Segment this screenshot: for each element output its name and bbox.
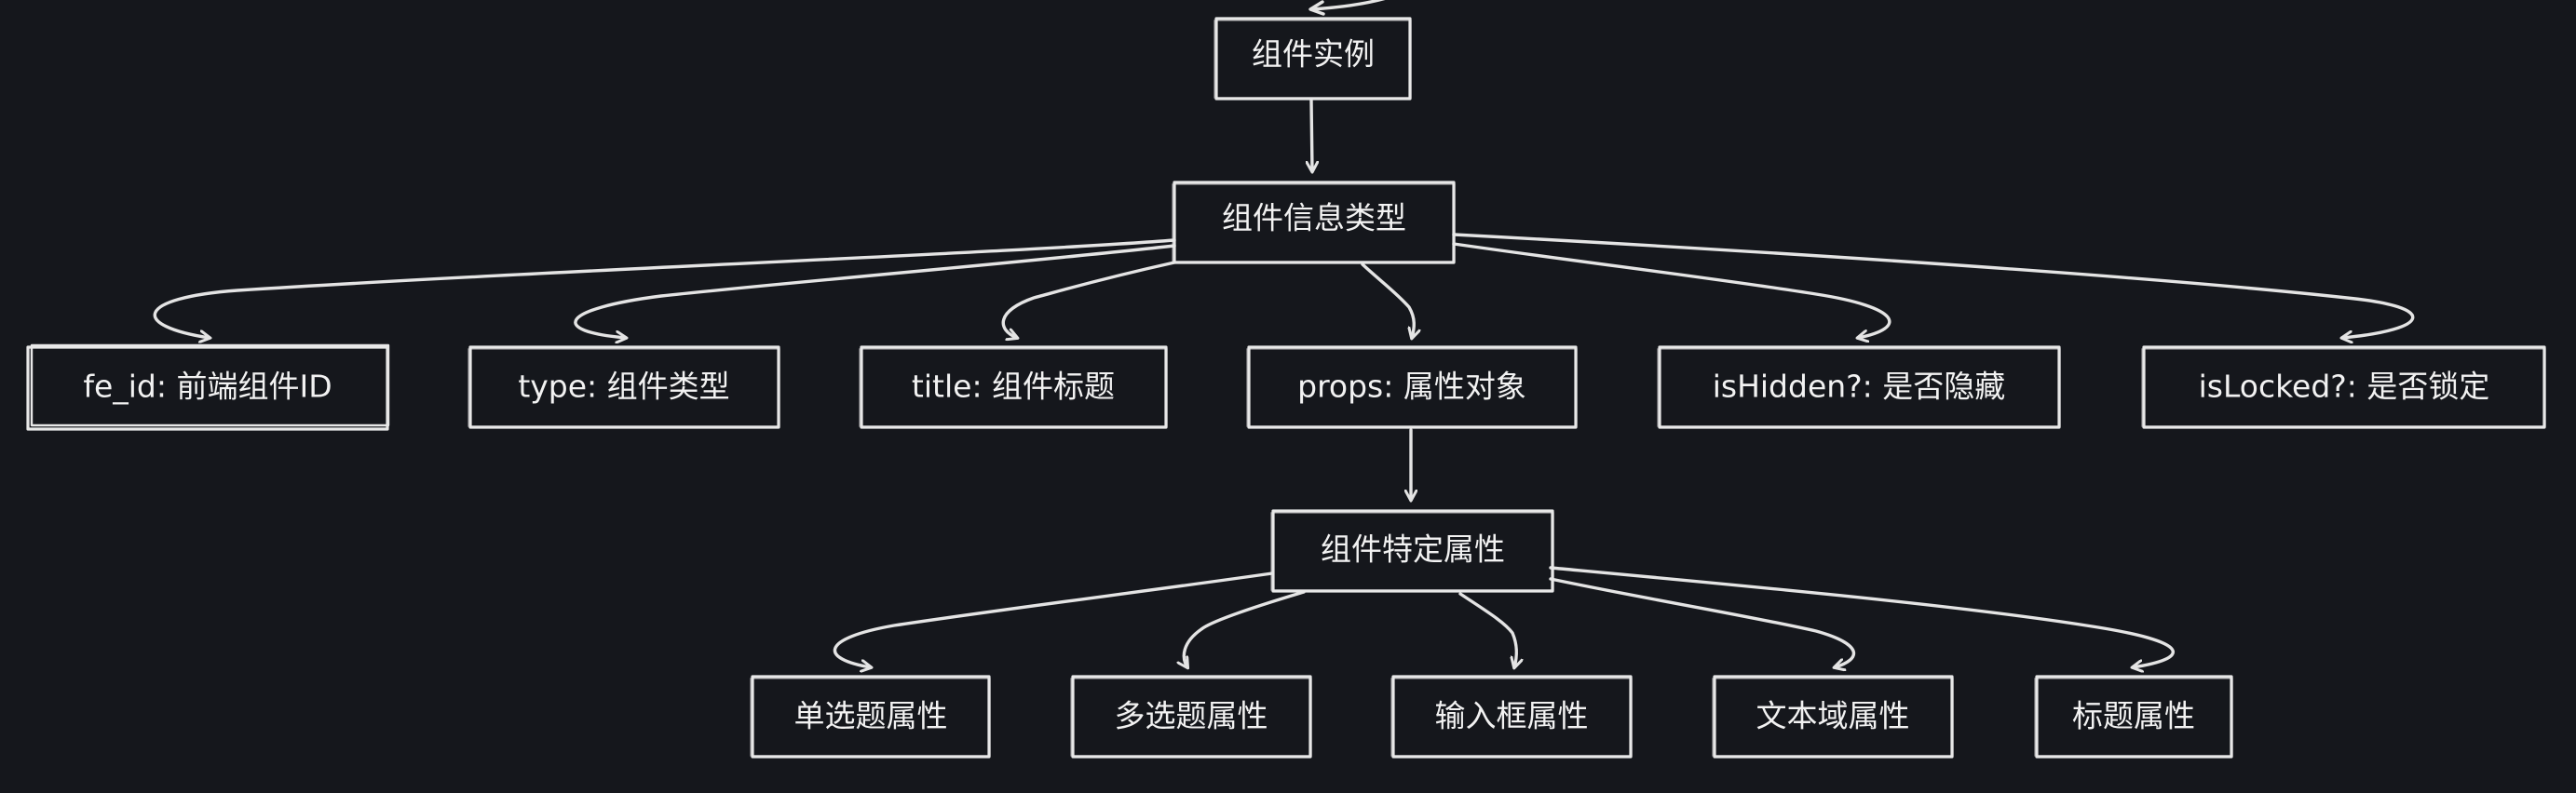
- node-checkbox: 多选题属性: [1070, 675, 1312, 759]
- node-specific: 组件特定属性: [1270, 509, 1554, 593]
- edge-instance-to-info: [1311, 99, 1312, 171]
- node-label-title: title: 组件标题: [912, 369, 1115, 405]
- edge-info-to-type: [574, 244, 1176, 338]
- edge-specific-to-textarea: [1549, 577, 1856, 667]
- node-label-instance: 组件实例: [1252, 36, 1375, 73]
- edge-incoming-instance: [1308, 0, 1386, 16]
- node-heading: 标题属性: [2034, 675, 2233, 759]
- node-textarea: 文本域属性: [1712, 675, 1954, 759]
- node-input: 输入框属性: [1390, 675, 1633, 759]
- node-label-input: 输入框属性: [1435, 698, 1589, 734]
- edge-specific-to-checkbox: [1184, 590, 1306, 667]
- node-label-radio: 单选题属性: [794, 698, 948, 734]
- edge-specific-to-input: [1458, 592, 1516, 667]
- node-type: type: 组件类型: [468, 345, 780, 429]
- node-info: 组件信息类型: [1172, 181, 1456, 264]
- edges-layer: [153, 99, 2415, 667]
- node-is-locked: isLocked?: 是否锁定: [2141, 345, 2546, 429]
- node-label-specific: 组件特定属性: [1321, 531, 1505, 568]
- node-props: props: 属性对象: [1246, 345, 1578, 429]
- edge-info-to-isLocked: [1452, 233, 2415, 338]
- node-label-is-hidden: isHidden?: 是否隐藏: [1713, 369, 2006, 405]
- edge-info-to-fe_id: [153, 238, 1176, 338]
- edge-info-to-title: [1001, 261, 1176, 338]
- node-label-textarea: 文本域属性: [1756, 698, 1910, 734]
- nodes-layer: 组件实例 组件信息类型 fe_id: 前端组件ID type: 组件类型 tit…: [26, 17, 2546, 759]
- node-fe-id: fe_id: 前端组件ID: [26, 343, 390, 431]
- node-label-info: 组件信息类型: [1222, 200, 1406, 236]
- node-is-hidden: isHidden?: 是否隐藏: [1657, 345, 2061, 429]
- edge-specific-to-radio: [833, 571, 1274, 667]
- node-label-heading: 标题属性: [2072, 698, 2195, 734]
- node-label-fe-id: fe_id: 前端组件ID: [83, 369, 332, 405]
- edge-info-to-props: [1361, 262, 1414, 338]
- node-radio: 单选题属性: [750, 675, 991, 759]
- edge-specific-to-heading: [1549, 566, 2175, 667]
- node-label-type: type: 组件类型: [518, 369, 729, 405]
- node-instance: 组件实例: [1213, 17, 1412, 101]
- node-label-is-locked: isLocked?: 是否锁定: [2199, 369, 2490, 405]
- edge-info-to-isHidden: [1452, 242, 1891, 338]
- node-label-checkbox: 多选题属性: [1115, 698, 1268, 734]
- node-title: title: 组件标题: [859, 345, 1168, 429]
- node-label-props: props: 属性对象: [1297, 369, 1526, 405]
